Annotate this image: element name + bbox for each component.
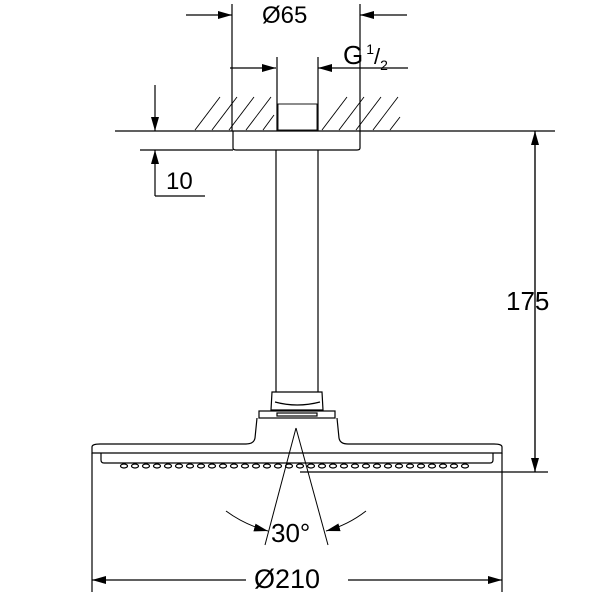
nozzle bbox=[251, 463, 261, 469]
nozzle bbox=[262, 463, 272, 469]
nozzle bbox=[174, 463, 184, 469]
height-label: 175 bbox=[506, 286, 550, 316]
nozzle bbox=[229, 463, 239, 469]
spray-angle-label: 30° bbox=[271, 518, 311, 548]
thread-numerator: 1 bbox=[366, 41, 375, 58]
nozzle bbox=[317, 463, 327, 469]
thread-letter: G bbox=[343, 40, 364, 70]
shower-head-face bbox=[100, 453, 494, 464]
nozzle bbox=[383, 463, 393, 469]
height-dimension bbox=[300, 131, 548, 473]
ceiling-hatch bbox=[194, 96, 401, 131]
nozzle bbox=[141, 463, 151, 469]
nozzle bbox=[350, 463, 360, 469]
head-diameter-dimension bbox=[91, 453, 503, 592]
nozzle bbox=[449, 463, 459, 469]
nozzle bbox=[130, 463, 140, 469]
nozzle bbox=[152, 463, 162, 469]
nozzle bbox=[218, 463, 228, 469]
nozzle bbox=[438, 463, 448, 469]
nozzle bbox=[427, 463, 437, 469]
nozzle bbox=[240, 463, 250, 469]
nozzle bbox=[196, 463, 206, 469]
head-diameter-label: Ø210 bbox=[254, 564, 321, 594]
nozzle bbox=[361, 463, 371, 469]
nozzle bbox=[119, 463, 129, 469]
nozzle bbox=[163, 463, 173, 469]
nozzle bbox=[460, 463, 470, 469]
nozzle bbox=[273, 463, 283, 469]
nozzles bbox=[119, 463, 470, 469]
flange bbox=[232, 131, 361, 151]
nozzle bbox=[394, 463, 404, 469]
flange-thickness-label: 10 bbox=[166, 168, 193, 195]
nozzle bbox=[339, 463, 349, 469]
ceiling-arm-pipe bbox=[275, 150, 319, 392]
shower-head-body bbox=[91, 417, 503, 454]
thread-dimension bbox=[230, 57, 408, 131]
nozzle bbox=[295, 463, 305, 469]
nozzle bbox=[185, 463, 195, 469]
connection-nut bbox=[258, 391, 336, 419]
thread-denominator: 2 bbox=[380, 57, 388, 74]
nozzle bbox=[405, 463, 415, 469]
nozzle bbox=[207, 463, 217, 469]
nozzle bbox=[306, 463, 316, 469]
flange-diameter-label: Ø65 bbox=[262, 2, 308, 29]
nozzle bbox=[372, 463, 382, 469]
flange-thickness-dimension bbox=[140, 85, 233, 197]
nozzle bbox=[416, 463, 426, 469]
nozzle bbox=[328, 463, 338, 469]
spray-angle-dimension bbox=[225, 427, 367, 546]
